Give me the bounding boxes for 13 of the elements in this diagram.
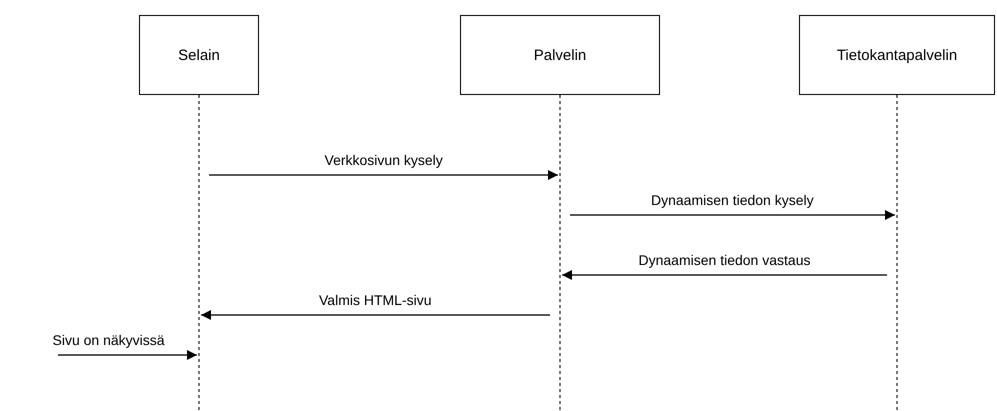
participant-name: Selain	[178, 46, 220, 64]
edge-label: Verkkosivun kysely	[324, 152, 444, 168]
message-arrow	[562, 270, 887, 280]
edge-label: Dynaamisen tiedon vastaus	[638, 252, 812, 268]
participant-name: Tietokantapalvelin	[836, 46, 958, 64]
edge-label: Dynaamisen tiedon kysely	[650, 192, 815, 208]
message-arrow	[570, 210, 895, 220]
edge-label: Valmis HTML-sivu	[318, 292, 433, 308]
edge-label: Sivu on näkyvissä	[52, 332, 166, 348]
message-arrow	[58, 350, 197, 360]
message-arrow	[209, 170, 558, 180]
participant-name: Palvelin	[534, 46, 586, 64]
message-arrow	[201, 310, 550, 320]
